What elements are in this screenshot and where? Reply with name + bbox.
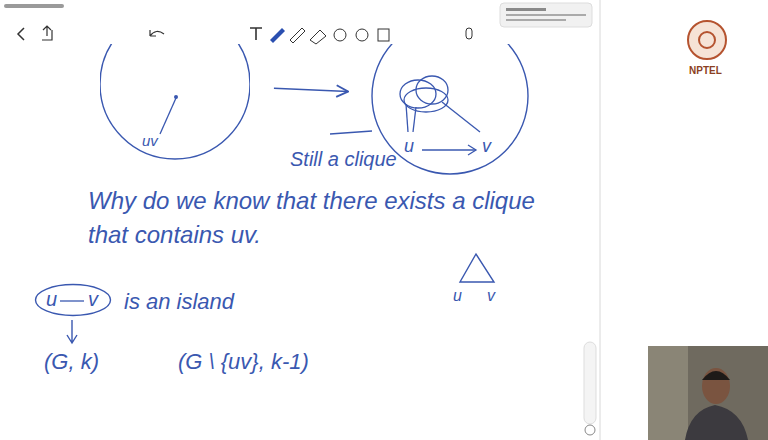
panel-border [600, 0, 601, 440]
node-text: v [482, 136, 491, 158]
sketch-stroke [60, 300, 84, 301]
person-hair [702, 371, 730, 380]
down-arrow [67, 320, 77, 343]
share-icon [42, 26, 52, 40]
zoom-icon [585, 425, 595, 435]
node-text: v [88, 287, 98, 311]
node-outline [34, 283, 112, 317]
undo-icon [150, 30, 164, 36]
notification-line [506, 19, 566, 21]
handwritten-note: is an island [124, 287, 234, 318]
logo-text: NPTEL [689, 64, 722, 78]
node-text: u [404, 136, 414, 158]
notification [500, 3, 592, 27]
triangle-sketch [460, 254, 494, 282]
leader-line [330, 131, 372, 134]
person-body [685, 405, 748, 440]
ellipse-outline [36, 285, 111, 316]
handwritten-note: Still a clique [290, 145, 397, 173]
notification-line [506, 8, 546, 11]
mic-icon [466, 28, 472, 39]
handwritten-note: u [453, 285, 462, 307]
sketch-stroke [416, 76, 448, 104]
shape-icon [334, 29, 346, 41]
handwritten-note: v [487, 285, 495, 307]
node-text: u [46, 287, 57, 311]
vertex-dot [174, 95, 178, 99]
handwritten-note: (G, k) [44, 347, 99, 378]
highlighter-icon [290, 28, 305, 43]
node-text: uv [142, 132, 158, 150]
nptel-logo [688, 21, 726, 59]
webcam-wall [648, 346, 688, 440]
sketch-stroke [404, 88, 448, 112]
eraser-icon [310, 30, 326, 44]
sketch-stroke [442, 102, 480, 132]
connector-arrow [274, 88, 348, 91]
sketch-stroke [468, 145, 476, 155]
handwritten-note: (G \ {uv}, k-1) [178, 347, 309, 378]
notification-line [506, 14, 586, 16]
notes-area [0, 0, 600, 440]
lasso-icon [356, 29, 368, 41]
back-icon [18, 28, 24, 40]
island-ellipse: uv [34, 283, 112, 317]
text-tool-icon [250, 28, 262, 40]
nptel-logo [699, 32, 715, 48]
handwritten-note: Why do we know that there exists a cliqu… [88, 184, 548, 251]
page-scroller [584, 342, 596, 424]
pen-tool-icon [270, 28, 285, 43]
sketch-stroke [422, 149, 476, 150]
graph-circle: uv [100, 44, 250, 164]
person-head [702, 368, 730, 404]
circle-outline [100, 44, 250, 159]
sketch-stroke [413, 107, 416, 132]
image-icon [378, 29, 389, 41]
webcam-feed [648, 346, 768, 440]
sketch-stroke [160, 98, 176, 134]
sketch-stroke [406, 104, 408, 132]
node-outline [100, 44, 250, 164]
status-bar [4, 4, 64, 8]
